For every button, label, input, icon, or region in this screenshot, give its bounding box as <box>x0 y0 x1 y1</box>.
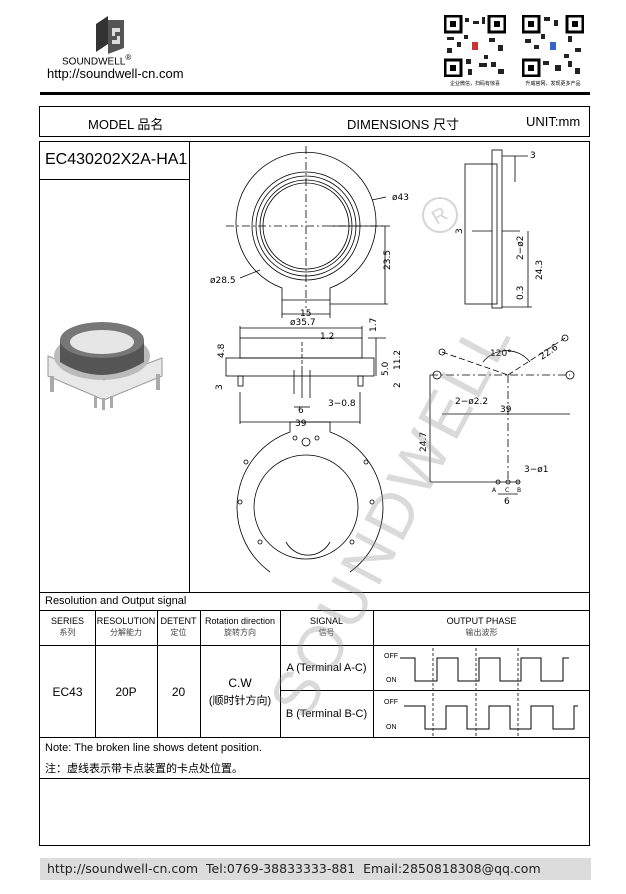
divider <box>200 610 201 737</box>
dim-label: 11.2 <box>393 350 403 370</box>
dim-label: ø43 <box>392 193 409 203</box>
dim-label: 3−ø1 <box>524 465 549 475</box>
pin-label: A <box>492 487 497 494</box>
dim-label: 6 <box>298 406 304 416</box>
qr-caption: 升威官网，发现更多产品 <box>525 81 581 87</box>
dim-label: 22.6 <box>538 343 560 363</box>
dim-label: 4.8 <box>217 343 227 358</box>
qr-caption: 企业微信，扫码有惊喜 <box>449 81 500 87</box>
dim-label: 3−0.8 <box>328 399 356 409</box>
divider <box>373 610 374 737</box>
on-label: ON <box>386 677 397 684</box>
column-divider <box>189 141 190 592</box>
dim-label: 5.0 <box>381 361 391 376</box>
footer-contact: http://soundwell-cn.com Tel:0769-3883333… <box>40 858 591 880</box>
divider <box>39 645 590 646</box>
note-chinese: 注：虚线表示带卡点装置的卡点处位置。 <box>45 763 243 775</box>
signal-a: A (Terminal A-C) <box>286 662 367 674</box>
dim-label: 2 <box>393 382 403 388</box>
dim-label: 23.5 <box>383 250 393 270</box>
pcb-layout <box>429 334 575 495</box>
dim-label: 15 <box>300 309 311 319</box>
divider <box>39 778 590 779</box>
title-bar: MODEL 品名 DIMENSIONS 尺寸 UNIT:mm <box>39 106 590 137</box>
front-view <box>225 326 386 424</box>
dim-label: 1.7 <box>369 318 379 332</box>
dimensions-label: DIMENSIONS 尺寸 <box>347 117 459 132</box>
header-url[interactable]: http://soundwell-cn.com <box>47 66 184 81</box>
on-label: ON <box>386 724 397 731</box>
dim-label: 39 <box>295 419 307 429</box>
dim-label: 1.2 <box>320 332 334 342</box>
side-view <box>464 149 532 309</box>
cell-rotation: C.W(顺时针方向) <box>208 675 272 707</box>
dim-label: 39 <box>500 405 512 415</box>
dim-label: ø35.7 <box>290 318 316 328</box>
dim-label: 3 <box>455 228 465 234</box>
brand-name: SOUNDWELL® <box>62 53 132 68</box>
cell-detent: 20 <box>171 684 186 699</box>
output-phase-waveform <box>400 648 578 736</box>
dim-label: 24.3 <box>535 260 545 280</box>
dim-label: ø28.5 <box>210 276 236 286</box>
table-title: Resolution and Output signal <box>45 595 187 607</box>
note-english: Note: The broken line shows detent posit… <box>45 742 262 754</box>
dim-label: 2−ø2 <box>516 236 526 261</box>
model-label: MODEL 品名 <box>88 117 164 132</box>
waveform-b <box>404 705 578 730</box>
model-number: EC430202X2A-HA1 <box>39 141 190 180</box>
divider <box>157 610 158 737</box>
cell-resolution: 20P <box>115 684 137 699</box>
off-label: OFF <box>384 653 398 660</box>
dim-label: 6 <box>504 497 510 507</box>
signal-b: B (Terminal B-C) <box>285 708 368 720</box>
divider <box>39 610 590 611</box>
cell-series: EC43 <box>52 684 83 699</box>
soundwell-logo <box>96 16 124 54</box>
dim-label: 3 <box>530 151 536 161</box>
product-image <box>47 322 163 410</box>
qr-code-wechat <box>443 14 507 78</box>
divider <box>95 610 96 737</box>
registered-watermark-icon: R <box>422 197 458 233</box>
pin-label: C <box>505 487 509 494</box>
dim-label: 24.7 <box>419 432 429 452</box>
off-label: OFF <box>384 699 398 706</box>
divider <box>39 592 590 593</box>
pin-label: B <box>517 487 521 494</box>
divider <box>39 737 590 738</box>
divider <box>280 610 281 737</box>
unit-label: UNIT:mm <box>526 114 581 129</box>
divider <box>280 690 590 691</box>
dimension-drawing: ø43 ø28.5 23.5 15 3 3 2−ø2 24.3 0.3 ø35.… <box>210 146 575 573</box>
dim-label: 2−ø2.2 <box>455 397 488 407</box>
dim-label: 0.3 <box>516 286 526 300</box>
waveform-a <box>400 657 569 682</box>
header-divider <box>40 92 590 95</box>
spec-sheet-frame <box>39 141 590 846</box>
svg-text:R: R <box>428 203 452 229</box>
top-view <box>226 146 390 318</box>
dim-label: 3 <box>215 384 225 390</box>
dim-label: 120° <box>490 349 512 359</box>
bottom-view <box>236 421 384 573</box>
qr-code-website <box>521 14 585 78</box>
